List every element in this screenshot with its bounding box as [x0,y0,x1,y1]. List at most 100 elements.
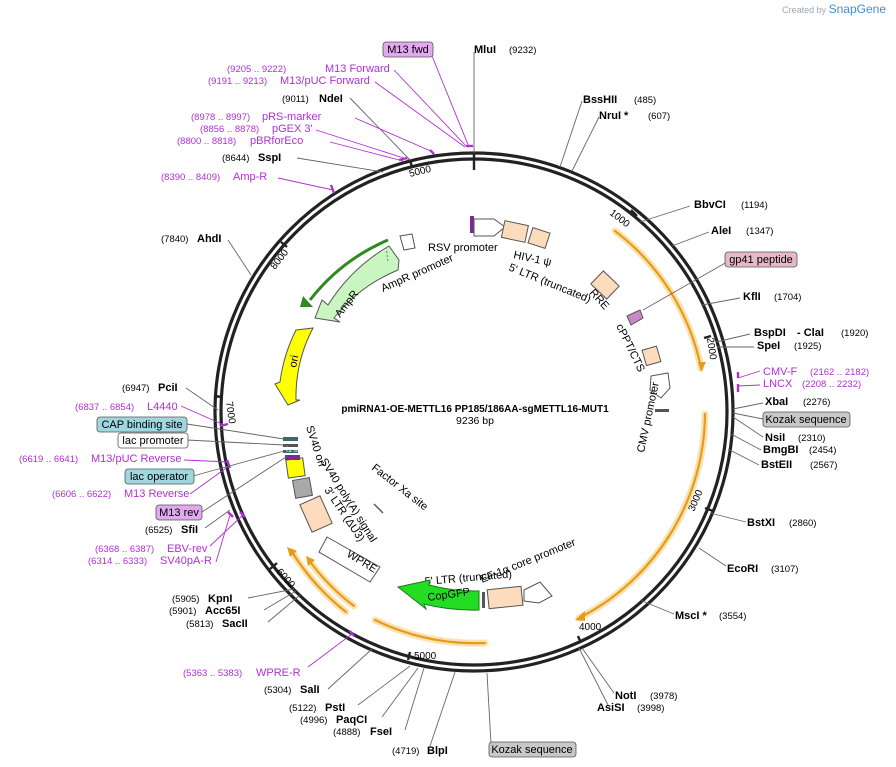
primer-pgex3-pos: (8856 .. 8878) [200,124,259,135]
callout-kozak-bottom-label: Kozak sequence [491,744,572,756]
enzyme-paqci: PaqCI [336,714,367,726]
primer-wpre-r: WPRE-R [256,667,301,679]
primer-sv40pa-r-pos: (6314 .. 6333) [88,556,147,567]
primer-pgex3: pGEX 3' [272,123,313,135]
callout-m13-rev: M13 rev [155,456,287,521]
enzyme-asisi: AsiSI [597,702,625,714]
enzyme-psti-pos: (5122) [289,703,316,714]
enzyme-bstxi-pos: (2860) [789,518,816,529]
callout-kozak-right-label: Kozak sequence [765,414,846,426]
enzyme-nsii: NsiI [765,432,785,444]
enzyme-bsteii-pos: (2567) [810,460,837,471]
tick-label-2000: 2000 [704,337,718,361]
primer-amp-r-pos: (8390 .. 8409) [161,172,220,183]
cmv-promoter-arrow [649,372,671,399]
kozak-site-right [655,409,669,412]
ltr-truncated-bottom-label: 5' LTR (truncated) [424,568,512,588]
ef1a-promoter-arrow [523,581,553,604]
primer-m13-forward: M13 Forward [325,63,390,75]
plasmid-length: 9236 bp [456,415,494,427]
primer-m13-puc-forward-pos: (9191 .. 9213) [208,76,267,87]
ampr-feature [314,245,400,323]
cppt-cts-label: cPPT/CTS [613,322,647,374]
sv40-polya-feature [291,476,314,499]
ori-feature [274,327,314,406]
enzyme-ahdi: AhdI [197,233,221,245]
plasmid-name: pmiRNA1-OE-METTL16 PP185/186AA-sgMETTL16… [341,404,609,415]
callout-m13-fwd: M13 fwd [382,41,434,58]
copgfp-label: CopGFP [427,586,471,604]
enzyme-mlui-pos: (9232) [509,45,536,56]
callout-cap-binding-label: CAP binding site [101,419,182,431]
enzyme-bstxi: BstXI [747,517,775,529]
enzyme-sfii-pos: (6525) [145,525,172,536]
rsv-promoter-label: RSV promoter [428,242,498,254]
primer-amp-r: Amp-R [233,171,267,183]
snapgene-brand: SnapGene [828,2,886,16]
cap-binding-mark [283,437,298,441]
enzyme-bbvci: BbvCI [694,199,726,211]
enzyme-asisi-pos: (3998) [637,703,664,714]
callout-lac-operator: lac operator [124,450,285,485]
ori-label: ori [287,354,301,368]
enzyme-bmgbi-pos: (2454) [809,445,836,456]
copgfp-feature [396,579,480,611]
enzyme-bsteii: BstEII [761,459,792,471]
enzyme-ndei: NdeI [319,93,343,105]
enzyme-noti-pos: (3978) [650,691,677,702]
primer-ebv-rev: EBV-rev [167,543,208,555]
enzyme-bmgbi: BmgBI [763,444,798,456]
enzyme-acc65i: Acc65I [205,605,240,617]
ampr-promoter-arrow [399,233,416,251]
enzyme-sacii: SacII [222,618,248,630]
enzyme-alei: AleI [711,225,731,237]
sv40-ori-feature [285,457,306,479]
enzyme-bsshii: BssHII [583,94,617,106]
primer-ebv-rev-pos: (6368 .. 6387) [95,544,154,555]
ltr-truncated-bottom-feature [486,585,524,610]
tick-label-4000: 4000 [579,622,602,633]
primer-l4440: L4440 [147,401,178,413]
callout-gp41-label: gp41 peptide [729,254,793,266]
gp41-peptide-feature [626,309,644,326]
callout-kozak-bottom: Kozak sequence [488,741,577,758]
enzyme-pcii: PciI [158,382,178,394]
primer-m13-reverse: M13 Reverse [124,488,189,500]
enzyme-msci: MscI * [675,610,708,622]
enzyme-ndei-pos: (9011) [282,94,309,105]
primer-wpre-r-pos: (5363 .. 5383) [183,668,242,679]
primer-sv40pa-r: SV40pA-R [160,555,212,567]
callout-lac-promoter: lac promoter [117,432,285,449]
enzyme-kfli-pos: (1704) [774,292,801,303]
enzyme-nsii-pos: (2310) [798,433,825,444]
primer-lncx: LNCX [763,378,793,390]
enzyme-sacii-pos: (5813) [186,619,213,630]
enzyme-ecori-pos: (3107) [771,564,798,575]
enzyme-blpi: BlpI [427,745,448,757]
tick-label-7000: 7000 [223,401,237,425]
enzyme-spei: SpeI [757,340,780,352]
enzyme-nrui-pos: (607) [648,111,670,122]
primer-m13-puc-reverse-pos: (6619 .. 6641) [19,454,78,465]
cmv-promoter-label: CMV promoter [635,381,662,454]
enzyme-mlui: MluI [474,44,496,56]
primer-cmv-f: CMV-F [763,366,798,378]
enzyme-spei-pos: (1925) [794,341,821,352]
m13-fwd-site-mark [470,216,474,233]
enzyme-fsei-pos: (4888) [333,727,360,738]
enzyme-xbai: XbaI [765,396,788,408]
snapgene-watermark: Created by SnapGene [782,2,886,16]
enzyme-psti: PstI [325,702,345,714]
enzyme-clai: - ClaI [797,327,824,339]
primer-leader-lines [180,55,761,668]
rre-feature [590,270,620,300]
primer-m13-puc-reverse: M13/pUC Reverse [91,453,181,465]
tick-label-top-5000: 5000 [408,164,433,180]
enzyme-kfli: KflI [743,291,761,303]
ampr-dotted-line [385,246,389,263]
primer-lncx-pos: (2208 .. 2232) [802,379,861,390]
enzyme-sspi: SspI [258,152,281,164]
ampr-outer-arrowhead [300,296,313,307]
callout-gp41: gp41 peptide [642,251,798,311]
enzyme-kpni: KpnI [208,593,232,605]
